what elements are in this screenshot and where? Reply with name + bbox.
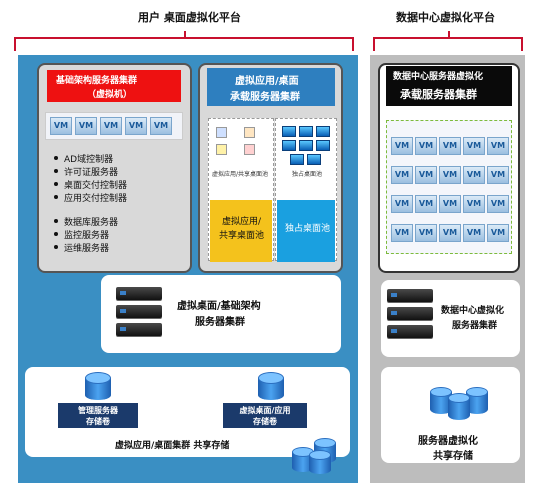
database-icon: [258, 372, 284, 400]
dc-cluster-title: [386, 66, 512, 106]
pdf-icon: [244, 144, 255, 155]
vm-block: VM: [391, 137, 413, 155]
desk-volume-label: 虚拟桌面/应用 存储卷: [223, 403, 307, 428]
app-cluster-title-line2: 承载服务器集群: [230, 92, 300, 103]
app-cluster-title: [207, 68, 335, 106]
desktop-icon-grid: [282, 126, 330, 166]
desktop-icon: [316, 126, 330, 137]
desk-volume-line1: 虚拟桌面/应用: [239, 406, 291, 415]
desktop-icon: [299, 140, 313, 151]
infra-cluster-title-line2: （虚拟机）: [87, 90, 133, 100]
vm-block: VM: [487, 166, 509, 184]
server-rack-icon: [384, 285, 436, 347]
desktop-icon: [282, 140, 296, 151]
app-icon-grid: [214, 123, 268, 168]
mgmt-volume-line2: 存储卷: [86, 417, 110, 426]
dc-cluster-title-line1: 数据中心服务器虚拟化: [393, 72, 484, 82]
mgmt-volume-line1: 管理服务器: [78, 406, 118, 415]
dedicated-pool-block-label: 独占桌面池: [285, 224, 331, 234]
word-icon: [216, 127, 227, 138]
server-rack-icon: [113, 283, 165, 345]
list-item: 运维服务器: [53, 241, 109, 254]
left-brace: [14, 31, 354, 51]
dedicated-pool-block: [277, 200, 335, 262]
desktop-icon: [290, 154, 304, 165]
list-item: 监控服务器: [53, 228, 109, 241]
dc-cluster-title-line2: 承载服务器集群: [400, 88, 477, 101]
vm-block: VM: [415, 166, 437, 184]
storage-cluster-icon: [426, 384, 496, 422]
vm-block: VM: [391, 166, 413, 184]
vm-block: VM: [125, 117, 147, 135]
right-storage-label-line1: 服务器虚拟化: [418, 436, 478, 447]
list-item: 许可证服务器: [53, 165, 118, 178]
vm-block: VM: [463, 137, 485, 155]
storage-cluster-icon: [290, 438, 350, 474]
vm-block: VM: [75, 117, 97, 135]
left-platform-title: 用户 桌面虚拟化平台: [138, 11, 241, 24]
mgmt-volume-label: 管理服务器 存储卷: [58, 403, 138, 428]
right-server-label-line1: 数据中心虚拟化: [441, 306, 505, 316]
vm-block: VM: [487, 137, 509, 155]
app-cluster-title-line1: 虚拟应用/桌面: [235, 76, 299, 87]
shared-pool-block: [210, 200, 272, 262]
vm-block: VM: [463, 166, 485, 184]
right-server-label-line2: 服务器集群: [452, 321, 498, 331]
list-item: AD域控制器: [53, 152, 113, 165]
shared-pool-caption: 虚拟应用/共享桌面池: [212, 171, 269, 178]
desktop-icon: [316, 140, 330, 151]
shared-pool-block-line1: 虚拟应用/: [222, 217, 262, 227]
list-item: 桌面交付控制器: [53, 178, 127, 191]
infra-cluster-title-line1: 基础架构服务器集群: [56, 76, 138, 86]
database-icon: [85, 372, 111, 400]
left-server-label-line2: 服务器集群: [195, 317, 245, 328]
vm-block: VM: [415, 195, 437, 213]
vm-block: VM: [487, 224, 509, 242]
left-server-label-line1: 虚拟桌面/基础架构: [177, 301, 261, 312]
infra-cluster-title: [47, 70, 181, 102]
desktop-icon: [307, 154, 321, 165]
desktop-icon: [282, 126, 296, 137]
vm-block: VM: [391, 224, 413, 242]
list-item: 数据库服务器: [53, 215, 118, 228]
vm-block: VM: [415, 224, 437, 242]
right-brace: [373, 31, 523, 51]
vm-block: VM: [415, 137, 437, 155]
dedicated-pool-caption: 独占桌面池: [292, 171, 323, 178]
right-platform-title: 数据中心虚拟化平台: [396, 11, 495, 24]
vm-block: VM: [50, 117, 72, 135]
shared-pool-block-line2: 共享桌面池: [219, 231, 265, 241]
vm-block: VM: [439, 166, 461, 184]
vm-block: VM: [391, 195, 413, 213]
right-storage-label-line2: 共享存储: [433, 451, 473, 462]
vm-block: VM: [487, 195, 509, 213]
desk-volume-line2: 存储卷: [253, 417, 277, 426]
vm-block: VM: [100, 117, 122, 135]
vm-block: VM: [439, 137, 461, 155]
vm-block: VM: [439, 224, 461, 242]
list-item: 应用交付控制器: [53, 191, 127, 204]
vm-block: VM: [463, 195, 485, 213]
vm-block: VM: [150, 117, 172, 135]
vm-block: VM: [463, 224, 485, 242]
chart-icon: [244, 127, 255, 138]
desktop-icon: [299, 126, 313, 137]
folder-icon: [216, 144, 227, 155]
left-storage-caption: 虚拟应用/桌面集群 共享存储: [115, 441, 230, 451]
vm-block: VM: [439, 195, 461, 213]
